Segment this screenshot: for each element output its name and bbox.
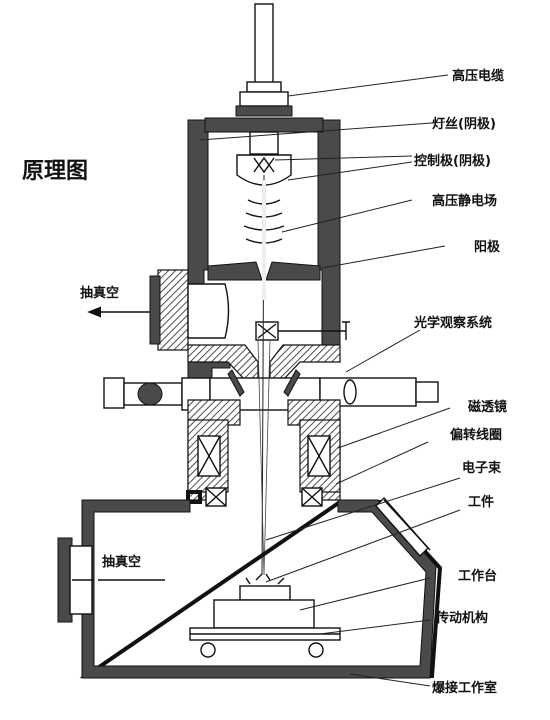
- label-deflection-coil: 偏转线圈: [450, 427, 502, 443]
- label-control-pole: 控制极(阴极): [414, 153, 491, 169]
- label-vacuum-lower: 抽真空: [102, 554, 141, 570]
- working-chamber: [79, 490, 443, 679]
- anode: [207, 261, 321, 281]
- magnetic-lens: [197, 435, 331, 477]
- workpiece: [239, 573, 291, 601]
- label-optical-obs: 光学观察系统: [413, 315, 492, 331]
- leader-lines: [199, 74, 461, 687]
- label-hv-field: 高压静电场: [432, 193, 497, 209]
- hv-cable: [235, 3, 293, 117]
- drive-mechanism: [189, 627, 341, 658]
- label-magnetic-lens: 磁透镜: [468, 399, 507, 415]
- lower-vacuum-port: [57, 537, 94, 623]
- column-middle: [187, 321, 350, 381]
- labels: 高压电缆 灯丝(阴极) 控制极(阴极) 高压静电场 阳极 光学观察系统 磁透镜 …: [80, 68, 507, 696]
- cathode-assembly: [236, 131, 292, 186]
- label-anode: 阳极: [474, 239, 501, 255]
- upper-vacuum-port: [149, 269, 231, 401]
- label-worktable: 工作台: [458, 568, 497, 584]
- label-electron-beam: 电子束: [462, 460, 502, 476]
- optical-observation-system: [103, 369, 439, 411]
- label-chamber: 爆接工作室: [432, 680, 497, 696]
- diagram-title: 原理图: [22, 159, 88, 184]
- label-drive-mech: 传动机构: [435, 610, 488, 626]
- label-hv-cable: 高压电缆: [452, 68, 504, 84]
- label-filament: 灯丝(阴极): [432, 116, 496, 132]
- label-vacuum-upper: 抽真空: [80, 285, 119, 301]
- worktable: [213, 599, 315, 629]
- deflection-coil: [205, 487, 323, 507]
- label-workpiece: 工件: [468, 494, 494, 510]
- electron-beam: [257, 174, 271, 576]
